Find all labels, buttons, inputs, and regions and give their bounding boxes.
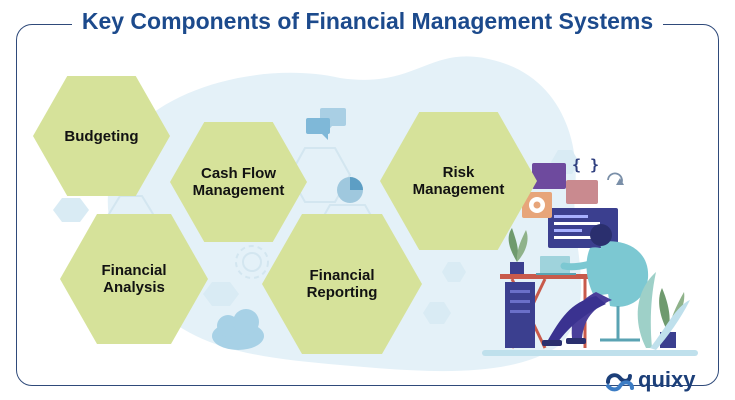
brand-name: quixy bbox=[638, 367, 696, 392]
quixy-logo-icon bbox=[606, 373, 634, 392]
person-head bbox=[590, 224, 612, 246]
small-hex bbox=[53, 198, 89, 222]
hex-label: Financial Analysis bbox=[101, 262, 167, 296]
small-hex bbox=[442, 262, 466, 282]
chat-bubbles-icon bbox=[306, 108, 346, 140]
hex-label: Cash Flow Management bbox=[192, 165, 285, 199]
pink-card bbox=[566, 180, 598, 204]
hex-label: Budgeting bbox=[64, 127, 139, 145]
purple-card bbox=[532, 163, 566, 189]
hex-label: Risk Management bbox=[412, 164, 505, 198]
laptop bbox=[540, 256, 570, 274]
desk-top bbox=[500, 274, 592, 279]
cloud-icon bbox=[212, 309, 264, 350]
tall-plant-icon bbox=[637, 272, 690, 350]
person-shoe bbox=[542, 340, 562, 346]
gear-icon bbox=[522, 192, 552, 218]
person-arm bbox=[560, 258, 600, 271]
pie-chart-icon bbox=[337, 177, 363, 203]
small-hex bbox=[203, 282, 239, 306]
refresh-icon bbox=[607, 172, 624, 185]
title-wrapper: Key Components of Financial Management S… bbox=[0, 6, 735, 36]
brand-logo: quixy bbox=[606, 368, 695, 392]
page-title: Key Components of Financial Management S… bbox=[71, 6, 664, 36]
small-hex bbox=[423, 302, 451, 324]
person-at-desk-illustration: { } bbox=[482, 156, 698, 356]
hex-label: Financial Reporting bbox=[306, 267, 378, 301]
person-shoe bbox=[566, 338, 586, 344]
gear-outline-icon bbox=[235, 245, 269, 279]
potted-plant-icon bbox=[508, 228, 528, 274]
braces-icon: { } bbox=[572, 156, 599, 174]
